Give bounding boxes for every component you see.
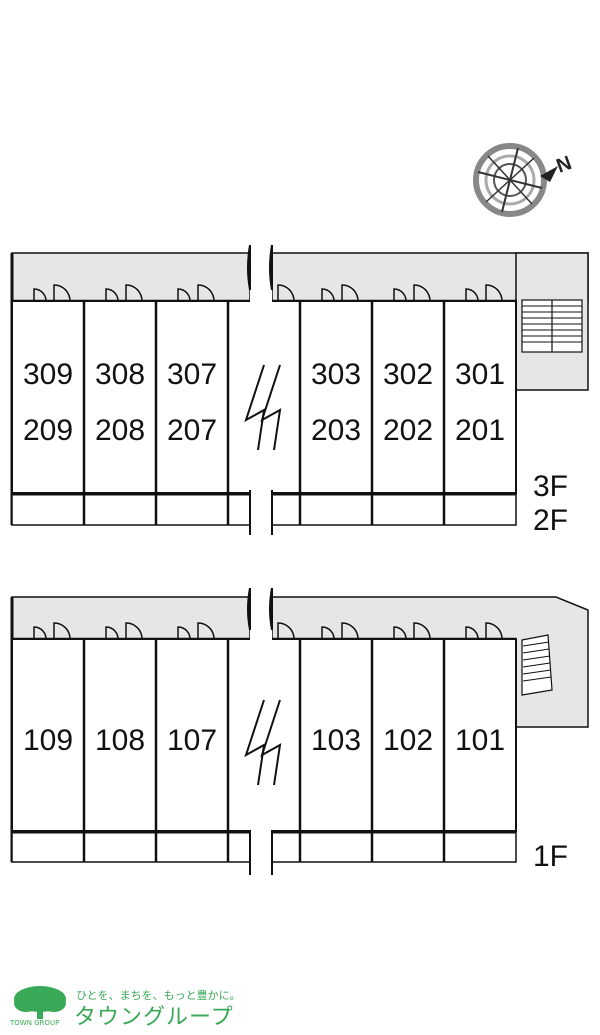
- compass-north-label: N: [554, 152, 575, 178]
- tree-icon: [14, 986, 66, 1019]
- unit-label-202: 202: [383, 414, 433, 447]
- unit-label-203: 203: [311, 414, 361, 447]
- unit-label-208: 208: [95, 414, 145, 447]
- floor-plan: N: [10, 143, 589, 877]
- logo-tagline: ひとを、まちを、もっと豊かに。: [76, 989, 241, 1002]
- staircase-icon: [521, 299, 583, 353]
- town-group-logo: ひとを、まちを、もっと豊かに。 タウングループ TOWN GROUP: [8, 985, 268, 1031]
- unit-label-107: 107: [167, 724, 217, 757]
- floor-label-2f: 2F: [533, 504, 568, 537]
- unit-label-109: 109: [23, 724, 73, 757]
- unit-label-307: 307: [167, 358, 217, 391]
- unit-label-308: 308: [95, 358, 145, 391]
- floor-label-3f: 3F: [533, 470, 568, 503]
- compass-rose-icon: [473, 143, 558, 217]
- unit-label-101: 101: [455, 724, 505, 757]
- unit-label-301: 301: [455, 358, 505, 391]
- upper-floor-block: [10, 240, 589, 540]
- unit-label-201: 201: [455, 414, 505, 447]
- logo-sub: TOWN GROUP: [10, 1019, 60, 1027]
- unit-label-303: 303: [311, 358, 361, 391]
- unit-label-102: 102: [383, 724, 433, 757]
- unit-label-309: 309: [23, 358, 73, 391]
- logo-name: タウングループ: [74, 1005, 234, 1030]
- staircase-icon: [521, 634, 553, 696]
- door-icon: [33, 284, 503, 302]
- door-icon: [33, 622, 503, 640]
- unit-label-302: 302: [383, 358, 433, 391]
- unit-label-209: 209: [23, 414, 73, 447]
- unit-label-108: 108: [95, 724, 145, 757]
- unit-label-207: 207: [167, 414, 217, 447]
- unit-label-103: 103: [311, 724, 361, 757]
- floor-label-1f: 1F: [533, 840, 568, 873]
- ground-floor-block: [10, 585, 589, 877]
